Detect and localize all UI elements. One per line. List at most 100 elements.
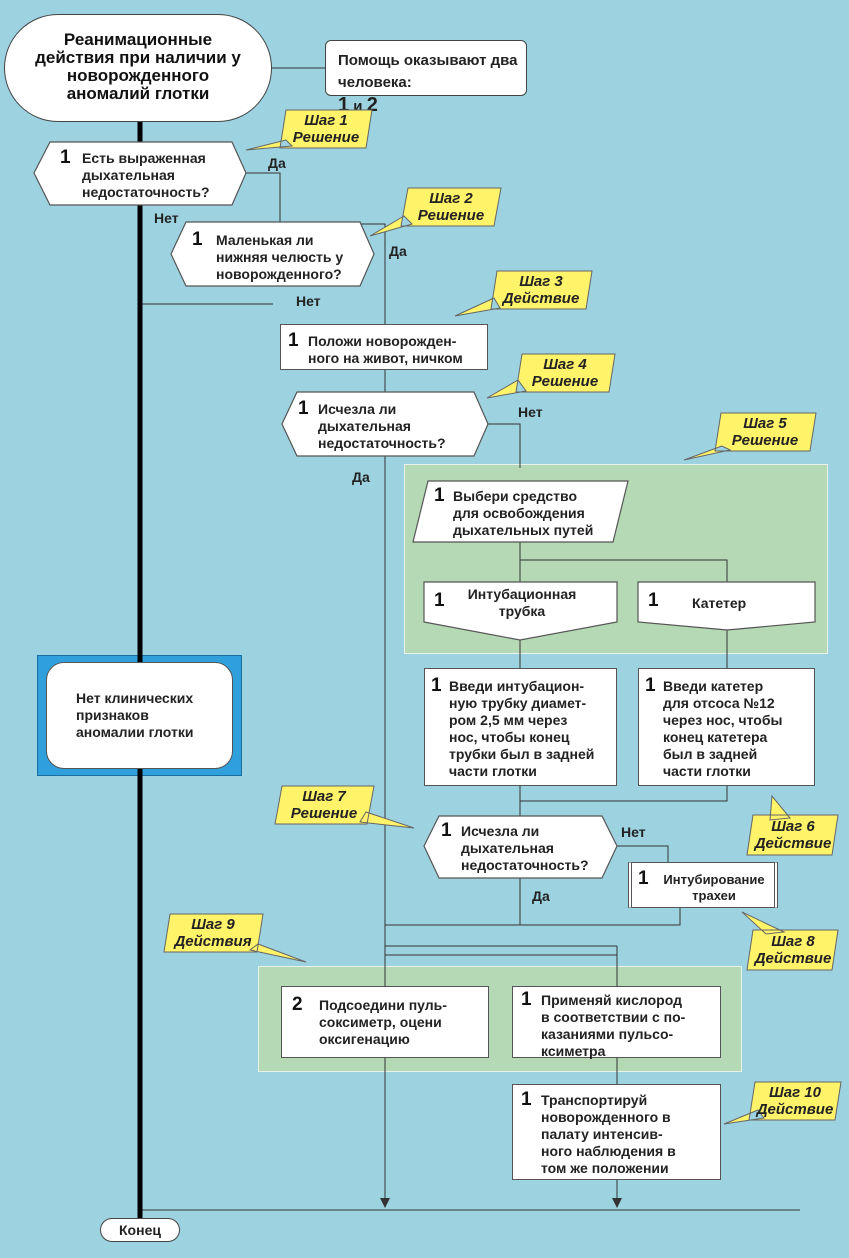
step7-yes-label: Да (532, 888, 550, 904)
catheter-option (637, 581, 816, 631)
step5-line1: Выбери средство (453, 488, 577, 504)
pulse-number: 2 (292, 994, 303, 1015)
tube-line1: Интубационная (467, 586, 577, 602)
no-signs-line1: Нет клинических (76, 690, 194, 706)
step4-line1: Исчезла ли (318, 401, 397, 417)
tag1-line2: Решение (292, 129, 360, 146)
step3-box (280, 324, 488, 370)
step8-line1: Интубирование (663, 872, 765, 887)
catheter-action-line1: Введи катетер (663, 678, 764, 694)
step10-line4: ного наблюдения в (541, 1143, 676, 1159)
tube-action-line1: Введи интубацион- (449, 678, 585, 694)
tag3-shape (454, 270, 593, 317)
tag7-line2: Решение (290, 805, 358, 822)
catheter-action-line5: был в задней (663, 746, 758, 762)
step8-number: 1 (638, 868, 649, 889)
tag10-line2: Действие (756, 1101, 834, 1118)
step5-line3: дыхательных путей (453, 522, 594, 538)
tag10-shape (723, 1081, 842, 1125)
step4-no-label: Нет (518, 404, 543, 420)
tag4-shape (486, 353, 616, 399)
no-signs-line2: признаков (76, 707, 149, 723)
tag10-line1: Шаг 10 (769, 1084, 821, 1101)
oxygen-line2: в соответствии с по- (541, 1009, 686, 1025)
title-oval (4, 14, 272, 122)
oxygen-line1: Применяй кислород (541, 992, 682, 1008)
step4-line3: недостаточность? (318, 435, 446, 451)
step2-line1: Маленькая ли (216, 232, 314, 248)
step2-line2: нижняя челюсть у (216, 249, 344, 265)
tag7-shape (274, 785, 415, 829)
no-signs-line3: аномалии глотки (76, 724, 194, 740)
step10-box (512, 1084, 721, 1180)
step5-number: 1 (434, 485, 445, 506)
catheter-action-line4: конец катетера (663, 729, 768, 745)
end-oval (100, 1218, 180, 1242)
step8-line2: трахеи (692, 888, 736, 903)
step4-number: 1 (298, 398, 309, 419)
tag4-line2: Решение (531, 373, 599, 390)
tube-action-line3: ром 2,5 мм через (449, 712, 568, 728)
pulse-line3: оксигенацию (319, 1031, 410, 1047)
step7-line2: дыхательная (461, 840, 554, 856)
step7-line3: недостаточность? (461, 857, 589, 873)
end-label: Конец (119, 1222, 161, 1238)
tag4-line1: Шаг 4 (543, 356, 587, 373)
tube-number: 1 (434, 590, 445, 611)
step1-number: 1 (60, 147, 71, 168)
step4-yes-label: Да (352, 469, 370, 485)
helpers-and: и (353, 98, 363, 115)
step2-yes-label: Да (389, 243, 407, 259)
step10-line2: новорожденного в (541, 1109, 671, 1125)
oxygen-number: 1 (521, 989, 532, 1010)
tag7-line1: Шаг 7 (302, 788, 346, 805)
step3-line2: ного на живот, ничком (308, 350, 463, 366)
step1-hexagon (33, 141, 247, 206)
page-title: Реанимационные действия при наличии у но… (35, 30, 241, 103)
no-signs-box (46, 662, 233, 769)
helpers-text: Помощь оказывают два человека: 1 и 2 (338, 50, 518, 118)
step5-parallelogram (412, 480, 629, 543)
tag6-line1: Шаг 6 (771, 818, 815, 835)
step3-line1: Положи новорожден- (308, 333, 457, 349)
step2-line3: новорожденного? (216, 266, 342, 282)
tag8-line2: Действие (754, 950, 832, 967)
tag5-line2: Решение (731, 432, 799, 449)
step3-text: Положи новорожден-ного на живот, ничком (308, 333, 488, 367)
tube-action-box (424, 668, 617, 786)
oxygen-box (512, 986, 721, 1058)
catheter-number: 1 (648, 590, 659, 611)
tag5-shape (683, 412, 817, 461)
tag3-line1: Шаг 3 (519, 273, 563, 290)
helpers-line: Помощь оказывают два человека: (338, 52, 518, 91)
step2-no-label: Нет (296, 293, 321, 309)
tube-action-text: Введи интубацион-ную трубку диамет-ром 2… (449, 678, 619, 780)
tag6-shape (746, 794, 839, 856)
tube-action-number: 1 (431, 675, 442, 696)
catheter-action-box (638, 668, 815, 786)
step10-number: 1 (521, 1089, 532, 1110)
tube-action-line6: части глотки (449, 763, 537, 779)
tag2-line1: Шаг 2 (429, 190, 473, 207)
step4-hexagon (281, 391, 489, 457)
tag9-line2: Действия (174, 933, 252, 950)
step2-number: 1 (192, 229, 203, 250)
